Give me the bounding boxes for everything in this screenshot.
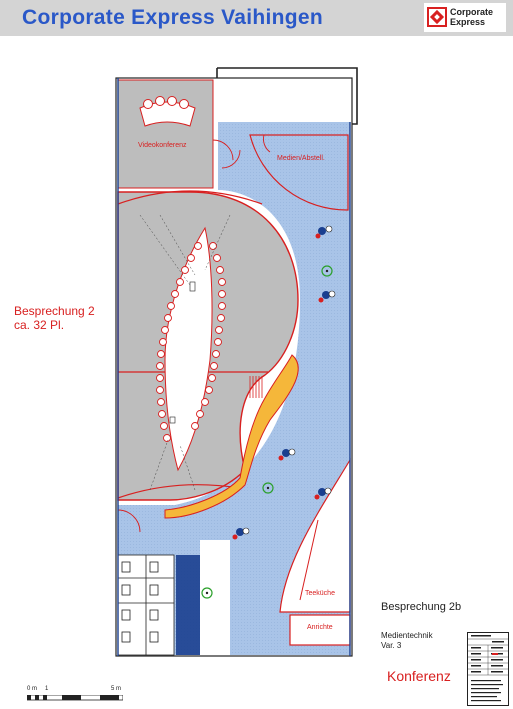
restrooms	[117, 554, 175, 656]
teekueche-counter	[299, 519, 319, 601]
label-besprechung-2: Besprechung 2 ca. 32 Pl.	[14, 304, 95, 332]
header-bar: Corporate Express Vaihingen Corporate Ex…	[0, 0, 513, 36]
conference-table	[164, 226, 213, 472]
door-swings	[117, 134, 271, 533]
besprechung-2-name: Besprechung 2	[14, 304, 95, 318]
projector-box-lower	[169, 416, 176, 424]
logo-mark-icon	[427, 7, 447, 27]
orange-curve-element	[164, 354, 299, 519]
video-chairs	[143, 96, 189, 109]
scale-bar-graphic	[27, 695, 123, 701]
label-videokonferenz: Videokonferenz	[138, 142, 187, 149]
label-konferenz: Konferenz	[387, 668, 451, 684]
label-teekueche: Teeküche	[305, 590, 335, 597]
dark-blue-strip	[176, 555, 200, 655]
scale-start: 0 m	[27, 686, 38, 692]
meeting-bottom-arc	[117, 484, 241, 499]
video-conference-room	[117, 79, 214, 189]
title-block	[467, 632, 509, 706]
teekueche-area	[279, 457, 351, 613]
projector-box	[189, 281, 196, 292]
label-anrichte: Anrichte	[307, 624, 333, 631]
scale-end: 5 m	[111, 686, 122, 692]
medientechnik-variant: Var. 3	[381, 641, 402, 650]
logo-text: Corporate Express	[450, 7, 494, 27]
scale-mid: 1	[45, 686, 49, 692]
anrichte-area	[289, 614, 351, 646]
medien-room	[249, 134, 349, 211]
person-markers	[201, 225, 336, 599]
sight-lines	[139, 214, 231, 491]
besprechung-2-capacity: ca. 32 Pl.	[14, 318, 65, 332]
company-logo: Corporate Express	[424, 3, 506, 32]
medientechnik-title: Medientechnik	[381, 631, 433, 640]
label-medientechnik: Medientechnik Var. 3	[381, 631, 433, 651]
page-title: Corporate Express Vaihingen	[22, 6, 324, 29]
label-medien-abstell: Medien/Abstell.	[277, 155, 325, 162]
conference-chairs	[156, 242, 226, 442]
scale-bar: 0 m 1 5 m	[27, 686, 123, 701]
stair-hatch	[249, 376, 263, 398]
floor-area	[118, 122, 350, 655]
label-besprechung-2b: Besprechung 2b	[381, 601, 462, 613]
meeting-top-arc	[117, 190, 263, 205]
